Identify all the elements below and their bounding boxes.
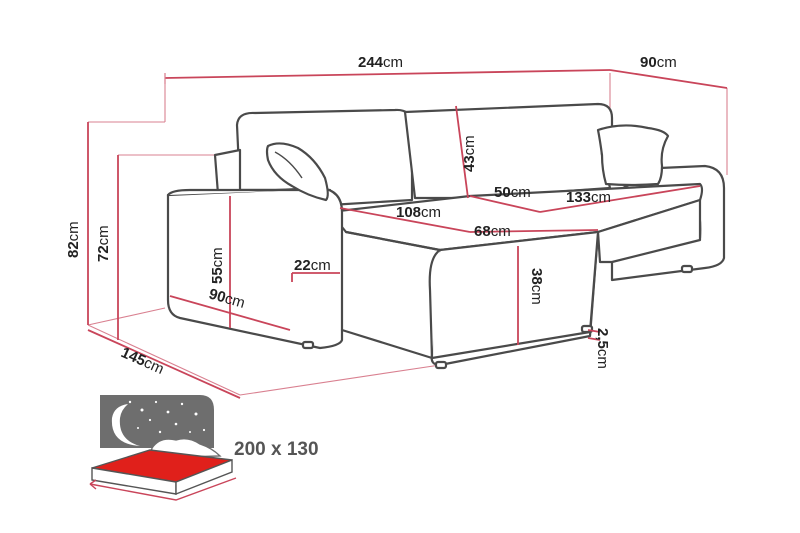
dimension-labels: 244cm 90cm 82cm 72cm 145cm 43cm 50cm 133…	[65, 54, 677, 378]
label-90-top: 90cm	[640, 54, 677, 71]
label-50: 50cm	[494, 184, 531, 201]
label-2-5: 2,5cm	[594, 328, 611, 369]
moon-icon	[111, 404, 140, 446]
label-55: 55cm	[209, 247, 226, 284]
label-22: 22cm	[294, 257, 331, 274]
bed-size-label: 200 x 130	[234, 439, 319, 460]
label-68: 68cm	[474, 223, 511, 240]
bed-icon	[89, 395, 237, 501]
label-145: 145cm	[118, 344, 166, 378]
bounding-guides	[87, 73, 728, 396]
night-sky-icon	[100, 395, 214, 448]
label-108: 108cm	[396, 204, 441, 221]
pillow-right	[596, 124, 670, 187]
stars-icon	[128, 400, 206, 434]
label-90-arm: 90cm	[207, 286, 247, 312]
label-133: 133cm	[566, 189, 611, 206]
dimension-lines	[87, 69, 728, 399]
label-38: 38cm	[528, 268, 545, 305]
label-244: 244cm	[358, 54, 403, 71]
sofa-outline	[166, 102, 726, 370]
pillow-left	[265, 142, 329, 202]
label-43: 43cm	[461, 135, 478, 172]
label-72: 72cm	[95, 225, 112, 262]
label-82: 82cm	[65, 221, 82, 258]
